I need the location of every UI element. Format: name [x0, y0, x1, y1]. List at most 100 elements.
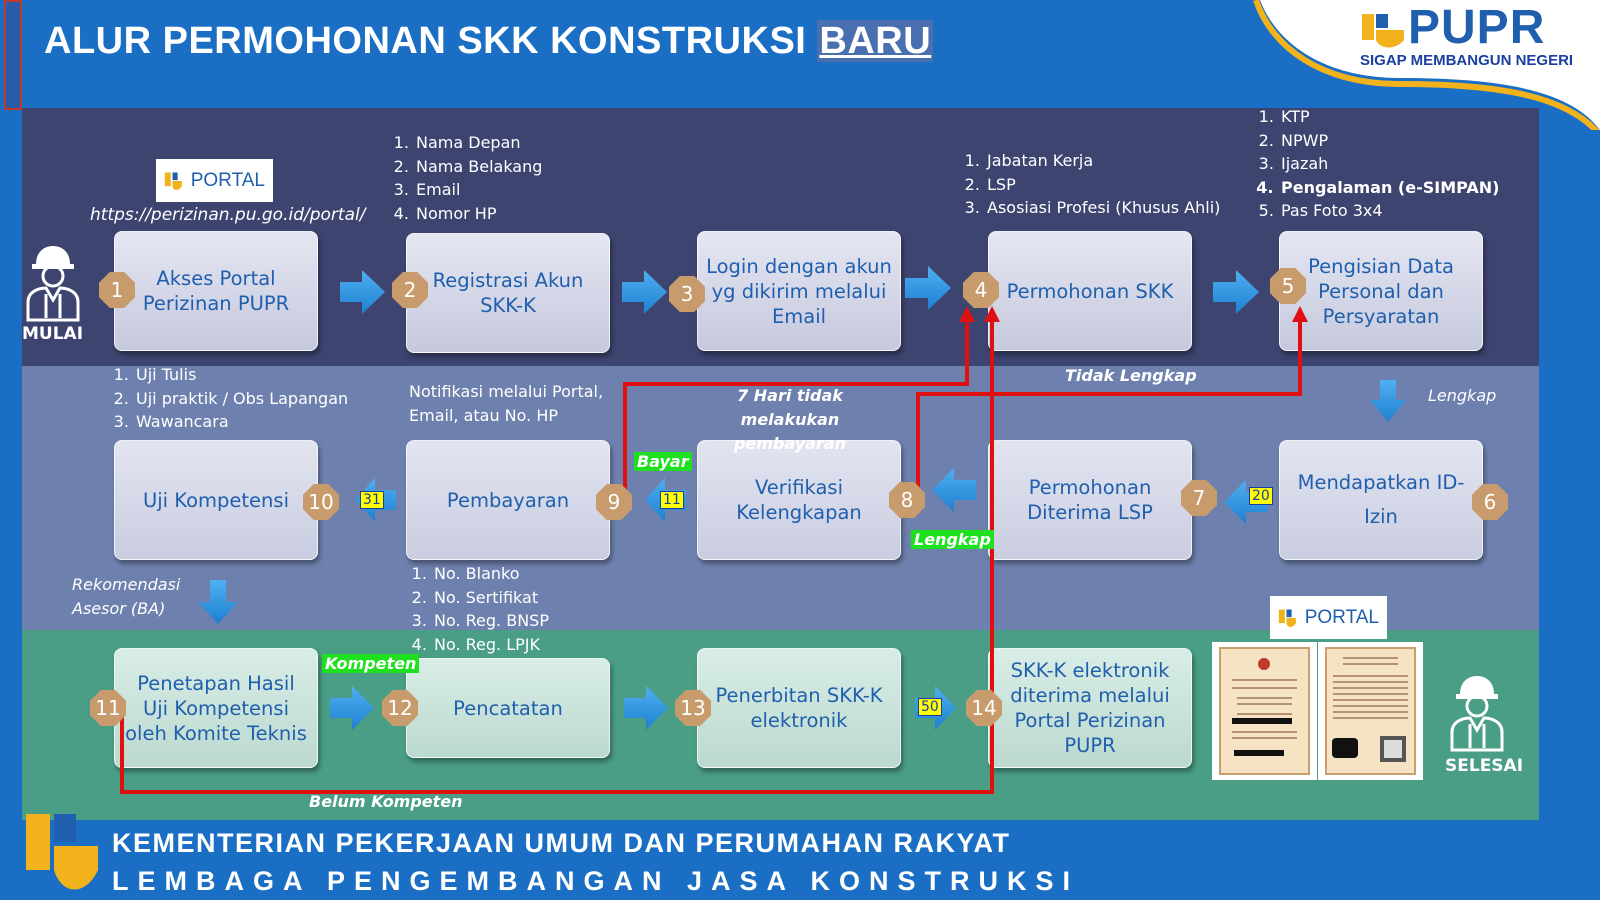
portal-label-bottom: PORTAL [1304, 606, 1379, 628]
label-incomplete: Tidak Lengkap [1065, 366, 1197, 385]
note-item: Nama Depan [414, 131, 542, 155]
note-application-fields: Jabatan Kerja LSP Asosiasi Profesi (Khus… [963, 149, 1220, 220]
step-label-3: Login dengan akun yg dikirim melalui Ema… [706, 254, 892, 328]
certificate-front-icon [1212, 642, 1317, 780]
note-item: Nama Belakang [414, 155, 542, 179]
step-badge-10: 10 [303, 484, 339, 520]
step-badge-5: 5 [1270, 268, 1306, 304]
step-badge-9: 9 [596, 484, 632, 520]
pupr-brand: PUPR [1408, 1, 1546, 54]
footer-agency: LEMBAGA PENGEMBANGAN JASA KONSTRUKSI [112, 866, 1080, 896]
step-box-7: Permohonan Diterima LSP [988, 440, 1192, 560]
pupr-emblem-icon [1362, 14, 1404, 48]
step-badge-11: 11 [90, 690, 126, 726]
step-box-13: Penerbitan SKK-K elektronik [697, 648, 901, 768]
title-main: ALUR PERMOHONAN SKK KONSTRUKSI [44, 20, 818, 62]
step-label-14: SKK-K elektronik diterima melalui Portal… [1010, 659, 1170, 757]
portal-url: https://perizinan.pu.go.id/portal/ [90, 205, 366, 225]
step-box-2: Registrasi Akun SKK-K [406, 233, 610, 353]
step-label-5: Pengisian Data Personal dan Persyaratan [1308, 254, 1454, 328]
step-box-1: Akses Portal Perizinan PUPR [114, 231, 318, 351]
tag-competent: Kompeten [322, 654, 420, 673]
step-box-4: Permohonan SKK [988, 231, 1192, 351]
label-end: SELESAI [1445, 756, 1524, 776]
note-item: Uji Tulis [134, 363, 348, 387]
label-unpaid-text: 7 Hari tidak melakukan pembayaran [733, 386, 847, 453]
duration-31: 31 [360, 491, 384, 509]
step-box-9: Pembayaran [406, 440, 610, 560]
worker-start-icon [26, 246, 80, 322]
logo-corner-shape [1253, 0, 1600, 130]
portal-logo-icon [1278, 608, 1296, 627]
step-box-11: Penetapan Hasil Uji Kompetensi oleh Komi… [114, 648, 318, 768]
note-item: No. Reg. BNSP [432, 609, 549, 633]
step-label-7: Permohonan Diterima LSP [1027, 476, 1153, 524]
step-label-1: Akses Portal Perizinan PUPR [142, 267, 290, 315]
worker-end-icon [1450, 676, 1504, 752]
certificate-back-icon [1318, 642, 1423, 780]
page-title: ALUR PERMOHONAN SKK KONSTRUKSI BARU [44, 20, 934, 63]
label-complete-down: Lengkap [1428, 386, 1497, 405]
note-item: Asosiasi Profesi (Khusus Ahli) [985, 196, 1220, 220]
step-badge-3: 3 [669, 276, 705, 312]
step-label-11: Penetapan Hasil Uji Kompetensi oleh Komi… [125, 671, 307, 745]
label-not-competent: Belum Kompeten [309, 792, 463, 811]
note-notification: Notifikasi melalui Portal, Email, atau N… [409, 380, 619, 427]
note-item: No. Blanko [432, 562, 549, 586]
step-badge-1: 1 [99, 272, 135, 308]
step-badge-6: 6 [1472, 484, 1508, 520]
label-unpaid: 7 Hari tidak melakukan pembayaran [690, 384, 890, 456]
portal-label-top: PORTAL [190, 169, 265, 191]
step-label-2: Registrasi Akun SKK-K [432, 269, 584, 317]
note-registry-numbers: No. Blanko No. Sertifikat No. Reg. BNSP … [410, 562, 549, 656]
label-recommendation-text: Rekomendasi Asesor (BA) [72, 575, 181, 618]
note-item: KTP [1279, 105, 1499, 129]
duration-50: 50 [918, 698, 942, 716]
step-label-10: Uji Kompetensi [142, 488, 289, 512]
step-badge-12: 12 [382, 690, 418, 726]
portal-card-bottom: PORTAL [1270, 596, 1387, 639]
step-badge-7: 7 [1181, 480, 1217, 516]
step-box-5: Pengisian Data Personal dan Persyaratan [1279, 231, 1483, 351]
step-box-14: SKK-K elektronik diterima melalui Portal… [988, 648, 1192, 768]
duration-20: 20 [1249, 487, 1273, 505]
footer-ministry: KEMENTERIAN PEKERJAAN UMUM DAN PERUMAHAN… [112, 828, 1011, 858]
note-item-highlight: Pengalaman (e-SIMPAN) [1279, 176, 1499, 200]
step-box-6: Mendapatkan ID-Izin [1279, 440, 1483, 560]
note-test-types: Uji Tulis Uji praktik / Obs Lapangan Waw… [112, 363, 348, 434]
header-marker [4, 0, 22, 110]
note-item: Uji praktik / Obs Lapangan [134, 387, 348, 411]
note-notification-text: Notifikasi melalui Portal, Email, atau N… [409, 382, 604, 425]
note-item: Nomor HP [414, 202, 542, 226]
note-item: NPWP [1279, 129, 1499, 153]
note-item: Jabatan Kerja [985, 149, 1220, 173]
label-recommendation: Rekomendasi Asesor (BA) [72, 573, 202, 621]
note-item: No. Reg. LPJK [432, 633, 549, 657]
step-badge-4: 4 [963, 272, 999, 308]
pupr-logo: PUPR SIGAP MEMBANGUN NEGERI [1360, 1, 1590, 69]
step-badge-8: 8 [889, 482, 925, 518]
step-label-9: Pembayaran [446, 488, 570, 512]
title-emphasis: BARU [817, 20, 934, 62]
note-item: Wawancara [134, 410, 348, 434]
step-label-12: Pencatatan [453, 696, 563, 720]
tag-paid: Bayar [634, 452, 692, 471]
pupr-tagline: SIGAP MEMBANGUN NEGERI [1360, 52, 1574, 69]
step-label-6: Mendapatkan ID-Izin [1297, 471, 1465, 528]
step-box-10: Uji Kompetensi [114, 440, 318, 560]
step-label-8: Verifikasi Kelengkapan [736, 476, 862, 524]
note-registration-fields: Nama Depan Nama Belakang Email Nomor HP [392, 131, 542, 225]
note-item: LSP [985, 173, 1220, 197]
duration-11: 11 [660, 491, 684, 509]
note-requirements: KTP NPWP Ijazah Pengalaman (e-SIMPAN) Pa… [1257, 105, 1499, 223]
note-item: Email [414, 178, 542, 202]
portal-logo-icon [164, 171, 182, 190]
note-item: Pas Foto 3x4 [1279, 199, 1499, 223]
step-badge-14: 14 [966, 690, 1002, 726]
label-start: MULAI [22, 324, 84, 344]
portal-card-top: PORTAL [156, 159, 273, 202]
step-box-12: Pencatatan [406, 658, 610, 758]
step-badge-2: 2 [392, 272, 428, 308]
footer-emblem-icon [26, 814, 98, 890]
tag-complete: Lengkap [911, 530, 994, 549]
